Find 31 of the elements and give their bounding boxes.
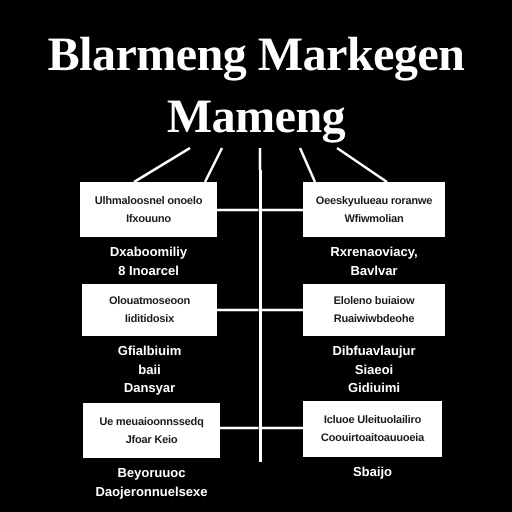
card-text: Ue meuaioonnssedq Jfoar Keio: [98, 414, 205, 448]
info-card: [82, 284, 217, 336]
caption-text: Sbaijo: [352, 463, 393, 481]
card-text: Eloleno buiaiow Ruaiwiwbdeohe: [332, 294, 416, 327]
caption-text: Beyoruuoc Daojeronnuelsexe: [94, 464, 208, 501]
connector-line: [133, 146, 191, 184]
card-text: Icluoe Uleituolailiro Coouirtoaitoauuoeia: [320, 413, 426, 446]
caption-text: Dxaboomiliy 8 Inoarcel: [108, 243, 188, 280]
info-card: [303, 284, 445, 336]
caption-text: Dibfuavlaujur Siaeoi Gidiuimi: [331, 342, 417, 397]
card-text: Olouatmoseoon Iiditidosix: [108, 294, 192, 327]
info-card: [83, 403, 220, 458]
connector-line: [298, 148, 316, 182]
caption-text: Gfialbiuim baii Dansyar: [116, 342, 182, 397]
connector-line: [217, 308, 258, 312]
vertical-line: [258, 170, 262, 462]
card-text: Ulhmaloosnel onoelo Ifxouuno: [94, 194, 204, 226]
info-card: [80, 182, 217, 237]
connector-line: [262, 208, 303, 212]
card-text: Oeeskyulueau roranwe Wfiwmolian: [314, 194, 434, 226]
info-card: [303, 182, 445, 237]
caption-text: Rxrenaoviacy, Bavlvar: [329, 243, 419, 280]
diagram-title: Blarmeng Markegen Mameng: [26, 24, 486, 148]
connector-line: [204, 147, 224, 183]
connector-line: [262, 426, 303, 430]
connector-line: [220, 426, 258, 430]
connector-line: [217, 208, 258, 212]
info-card: [303, 401, 442, 457]
connector-line: [258, 148, 262, 170]
connector-line: [336, 146, 388, 184]
connector-line: [262, 308, 303, 312]
